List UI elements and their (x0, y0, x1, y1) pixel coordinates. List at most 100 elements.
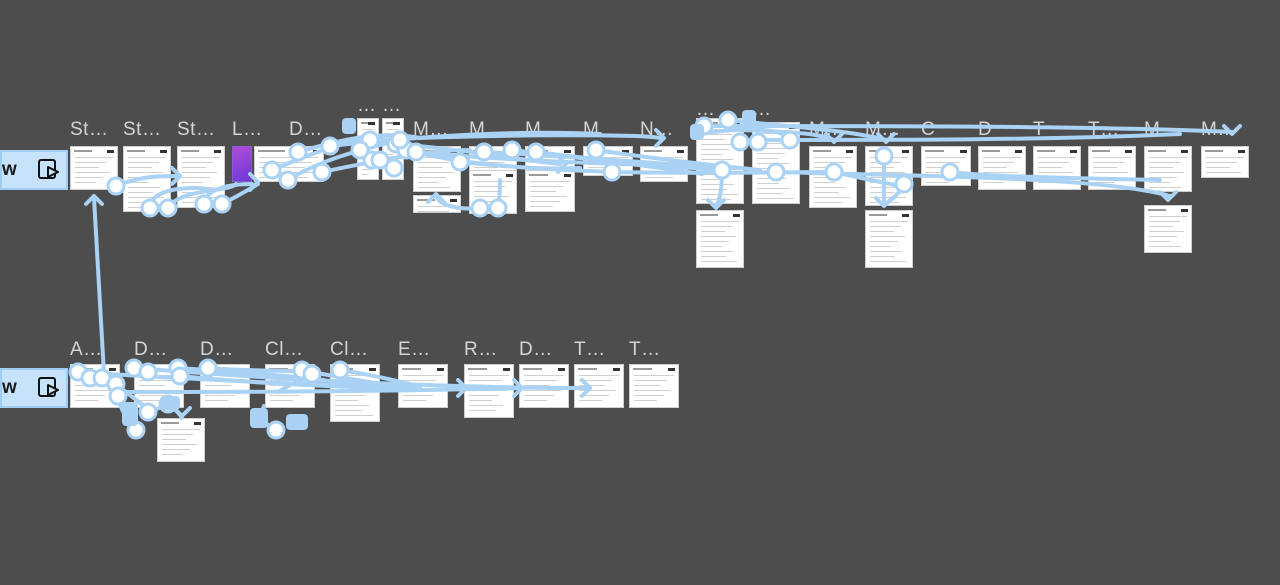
connector-trigger-chip[interactable] (286, 414, 308, 430)
frame-thumbnail[interactable] (1033, 146, 1081, 190)
frame-header-bar (127, 150, 146, 152)
frame-label[interactable]: … (752, 99, 772, 120)
frame-thumbnail[interactable] (70, 364, 120, 408)
frame-thumbnail[interactable] (70, 146, 118, 190)
flow-start-2[interactable]: w (0, 368, 68, 408)
frame-label[interactable]: M (525, 119, 542, 140)
frame-content-line (757, 148, 792, 149)
overlay-frame-thumbnail[interactable] (696, 210, 744, 268)
overlay-frame-thumbnail[interactable] (525, 170, 575, 212)
frame-thumbnail[interactable] (640, 146, 688, 182)
frame-label[interactable]: St… (70, 119, 109, 140)
frame-content-line (387, 139, 393, 140)
frame-thumbnail[interactable] (232, 146, 252, 182)
frame-label[interactable]: St… (123, 119, 162, 140)
frame-thumbnail[interactable] (330, 364, 380, 422)
frame-label[interactable]: M… (1144, 119, 1180, 140)
frame-label[interactable]: D… (134, 339, 168, 360)
frame-label[interactable]: M… (1201, 119, 1237, 140)
frame-label[interactable]: T… (574, 339, 606, 360)
frame-thumbnail[interactable] (696, 118, 744, 204)
frame-thumbnail[interactable] (464, 364, 514, 418)
frame-content-line (162, 439, 186, 440)
connector-trigger-chip[interactable] (342, 118, 356, 134)
overlay-frame-thumbnail[interactable] (413, 195, 461, 213)
play-icon[interactable] (36, 157, 62, 183)
frame-thumbnail[interactable] (357, 118, 379, 180)
frame-label[interactable]: R… (464, 339, 498, 360)
frame-thumbnail[interactable] (921, 146, 971, 186)
frame-thumbnail[interactable] (134, 364, 184, 408)
frame-thumbnail[interactable] (177, 146, 225, 208)
frame-label[interactable]: M… (469, 119, 505, 140)
frame-label[interactable]: Cl… (265, 339, 304, 360)
frame-label[interactable]: D (978, 119, 993, 140)
frame-thumbnail[interactable] (519, 364, 569, 408)
frame-label[interactable]: M… (809, 119, 845, 140)
frame-label[interactable]: T… (1088, 119, 1120, 140)
connector-hotspot-dot[interactable] (320, 136, 340, 156)
frame-label[interactable]: M… (865, 119, 901, 140)
frame-label[interactable]: T… (629, 339, 661, 360)
frame-content-line (75, 162, 106, 163)
frame-thumbnail[interactable] (123, 146, 171, 212)
frame-thumbnail[interactable] (265, 364, 315, 408)
frame-content-line (75, 167, 99, 168)
frame-label[interactable]: E… (398, 339, 431, 360)
frame-thumbnail[interactable] (1201, 146, 1249, 178)
frame-content-line (634, 390, 671, 391)
connector-arrowhead[interactable] (84, 194, 104, 206)
frame-thumbnail[interactable] (200, 364, 250, 408)
connector-line[interactable] (220, 182, 260, 206)
frame-label[interactable]: … (357, 95, 377, 116)
frame-thumbnail[interactable] (382, 118, 404, 180)
frame-label[interactable]: T (1033, 119, 1046, 140)
frame-label[interactable]: Cl… (330, 339, 369, 360)
frame-label[interactable]: M… (413, 119, 449, 140)
frame-content-line (814, 202, 843, 203)
overlay-frame-thumbnail[interactable] (865, 210, 913, 268)
frame-thumbnail[interactable] (413, 146, 461, 192)
frame-label[interactable]: D… (519, 339, 553, 360)
frame-label[interactable]: M (583, 119, 600, 140)
frame-thumbnail[interactable] (1144, 146, 1192, 192)
frame-thumbnail[interactable] (629, 364, 679, 408)
connector-arrowhead[interactable] (1158, 190, 1178, 202)
overlay-frame-thumbnail[interactable] (1144, 205, 1192, 253)
frame-content-line (182, 157, 220, 158)
frame-thumbnail[interactable] (809, 146, 857, 208)
frame-thumbnail[interactable] (398, 364, 448, 408)
frame-label[interactable]: … (382, 95, 402, 116)
frame-label[interactable]: D… (289, 119, 323, 140)
frame-content-line (1093, 177, 1121, 178)
frame-thumbnail[interactable] (1088, 146, 1136, 190)
frame-label[interactable]: D… (200, 339, 234, 360)
frame-label[interactable]: St… (177, 119, 216, 140)
frame-thumbnail[interactable] (254, 146, 324, 182)
connector-hotspot-dot[interactable] (126, 420, 146, 440)
frame-content-line (634, 385, 660, 386)
frame-content-line (983, 157, 1021, 158)
frame-content-line (870, 251, 902, 252)
frame-label[interactable]: N… (640, 119, 674, 140)
frame-thumbnail[interactable] (752, 122, 800, 204)
frame-label[interactable]: A… (70, 339, 103, 360)
overlay-frame-thumbnail[interactable] (469, 170, 517, 214)
connector-arrowhead[interactable] (172, 406, 192, 418)
connector-line[interactable] (260, 404, 278, 432)
frame-label[interactable]: L… (232, 119, 263, 140)
connector-hotspot-dot[interactable] (266, 420, 286, 440)
flow-start-1[interactable]: w (0, 150, 68, 190)
frame-label[interactable]: C (921, 119, 936, 140)
frame-thumbnail[interactable] (574, 364, 624, 408)
frame-content-line (701, 149, 729, 150)
frame-thumbnail[interactable] (978, 146, 1026, 190)
frame-content-line (701, 194, 738, 195)
overlay-frame-thumbnail[interactable] (157, 418, 205, 462)
frame-thumbnail[interactable] (865, 146, 913, 206)
frame-thumbnail[interactable] (583, 146, 633, 176)
play-icon[interactable] (36, 375, 62, 401)
frame-label[interactable]: … (696, 99, 716, 120)
connector-trigger-chip[interactable] (250, 408, 268, 428)
